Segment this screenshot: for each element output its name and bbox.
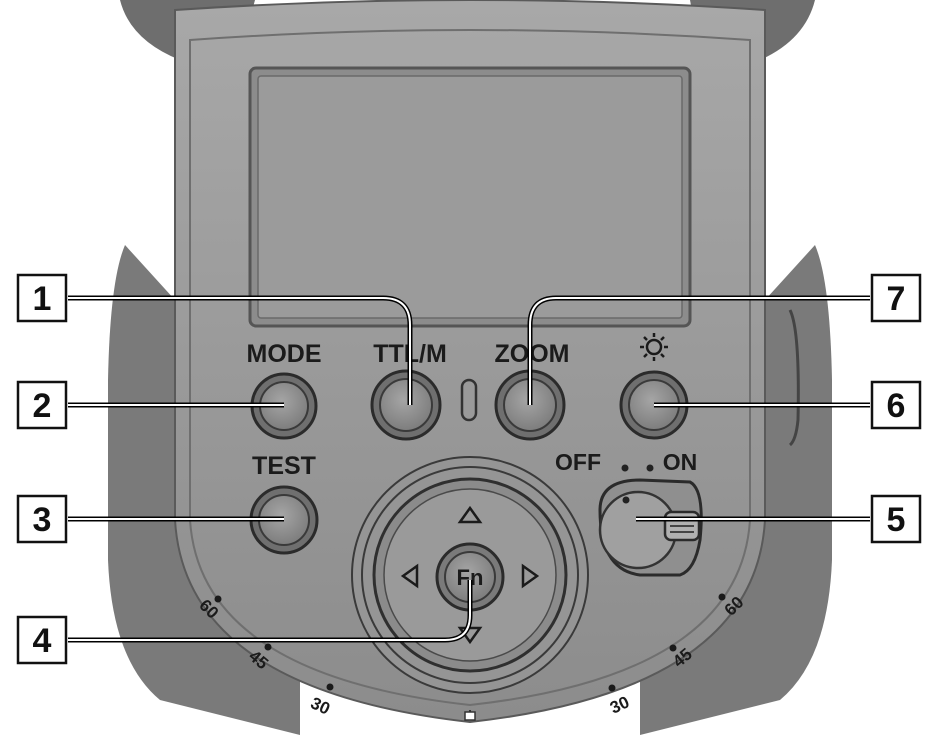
- svg-text:2: 2: [33, 387, 52, 425]
- ttl-m-button[interactable]: [370, 369, 442, 441]
- ready-lamp: [460, 378, 478, 422]
- callout-6: 6: [870, 380, 922, 430]
- center-index-mark: [464, 711, 476, 721]
- svg-text:1: 1: [33, 280, 52, 318]
- callout-3: 3: [16, 494, 68, 544]
- rear-panel-inner-edge: [189, 29, 751, 707]
- off-label: OFF: [555, 449, 601, 475]
- callout-4: 4: [16, 615, 68, 665]
- svg-text:5: 5: [887, 501, 906, 539]
- scale-left-30: 30: [308, 693, 333, 718]
- on-label: ON: [663, 449, 698, 475]
- svg-text:3: 3: [33, 501, 52, 539]
- callout-5: 5: [870, 494, 922, 544]
- lcd-screen: [257, 75, 683, 319]
- triangle-up-icon[interactable]: [457, 505, 483, 524]
- fn-button[interactable]: [435, 542, 505, 612]
- on-position-dot: [646, 464, 654, 472]
- callout-1: 1: [16, 273, 68, 323]
- triangle-left-icon[interactable]: [400, 563, 419, 589]
- callout-2: 2: [16, 380, 68, 430]
- side-slot: [788, 309, 800, 447]
- svg-text:4: 4: [33, 622, 52, 660]
- leader-lines: [68, 297, 870, 641]
- svg-text:7: 7: [887, 280, 906, 318]
- scale-right-30: 30: [607, 692, 632, 717]
- svg-text:6: 6: [887, 387, 906, 425]
- power-switch[interactable]: [598, 478, 703, 577]
- off-position-dot: [621, 464, 629, 472]
- sun-icon: [640, 333, 668, 361]
- test-label: TEST: [252, 452, 316, 480]
- callout-7: 7: [870, 273, 922, 323]
- triangle-right-icon[interactable]: [521, 563, 540, 589]
- mode-label: MODE: [247, 340, 322, 368]
